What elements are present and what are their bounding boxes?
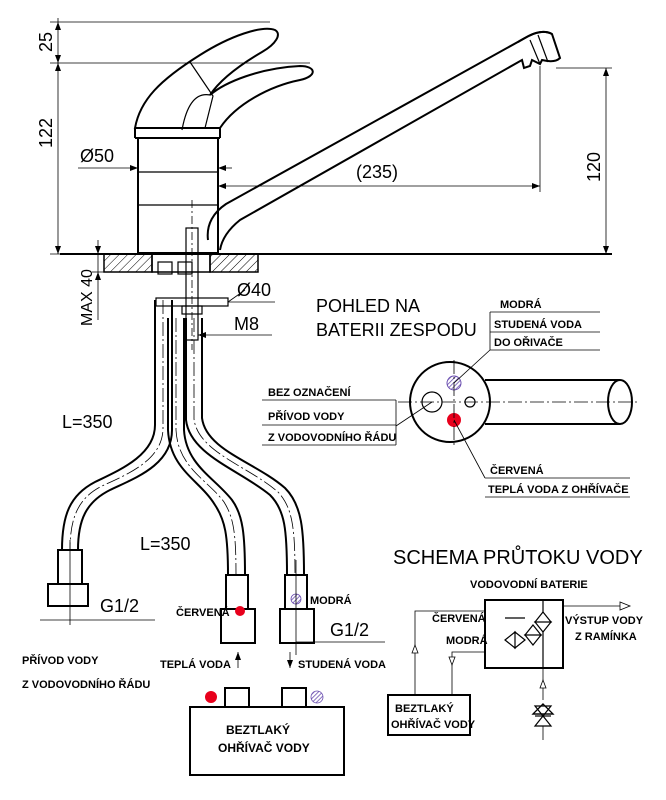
flow-schema bbox=[387, 599, 632, 740]
dim-122: 122 bbox=[36, 118, 56, 148]
bottom-view-title-1: POHLED NA bbox=[316, 296, 420, 316]
schema-out-label-1: VÝSTUP VODY bbox=[565, 614, 644, 627]
hose-blue-label: MODRÁ bbox=[310, 594, 352, 607]
hoses bbox=[61, 300, 305, 576]
dim-d40: Ø40 bbox=[237, 280, 271, 300]
cold-label: STUDENÁ VODA bbox=[298, 658, 386, 671]
bottom-view-title-2: BATERII ZESPODU bbox=[316, 320, 477, 340]
dim-l350-a: L=350 bbox=[62, 412, 113, 432]
dim-l350-b: L=350 bbox=[140, 534, 191, 554]
schema-red-label: ČERVENÁ bbox=[432, 612, 486, 625]
dim-25: 25 bbox=[36, 32, 56, 52]
supply-label-1: PŘÍVOD VODY bbox=[22, 654, 99, 667]
bottom-view bbox=[262, 311, 640, 498]
supply-label-2: Z VODOVODNÍHO ŘÁDU bbox=[22, 678, 150, 691]
dim-235: (235) bbox=[356, 162, 398, 182]
warm-label: TEPLÁ VODA bbox=[160, 658, 231, 671]
heater-label-2: OHŘÍVAČ VODY bbox=[218, 740, 310, 755]
fittings bbox=[40, 540, 385, 668]
left-label-3: Z VODOVODNÍHO ŘÁDU bbox=[268, 431, 396, 444]
schema-heater-1: BEZTLAKÝ bbox=[395, 702, 454, 715]
left-label-1: BEZ OZNAČENÍ bbox=[268, 386, 351, 399]
countertop-section bbox=[60, 200, 612, 350]
faucet-side-view bbox=[133, 27, 562, 254]
schema-title: SCHEMA PRŮTOKU VODY bbox=[393, 545, 643, 569]
dimensions bbox=[50, 18, 612, 338]
dim-m8: M8 bbox=[234, 314, 259, 334]
hot-marker bbox=[235, 606, 245, 616]
blue-label-3: DO OŘIVAČE bbox=[494, 336, 563, 349]
dim-120: 120 bbox=[584, 152, 604, 182]
red-label-1: ČERVENÁ bbox=[490, 464, 544, 477]
hose-red-label: ČERVENÁ bbox=[176, 606, 230, 619]
schema-subtitle: VODOVODNÍ BATERIE bbox=[470, 578, 588, 591]
dim-d50: Ø50 bbox=[80, 146, 114, 166]
dim-max40: MAX 40 bbox=[79, 269, 96, 326]
schema-heater-2: OHŘÍVAČ VODY bbox=[391, 718, 476, 731]
red-label-2: TEPLÁ VODA Z OHŘÍVAČE bbox=[488, 483, 629, 496]
labels: 25 122 Ø50 (235) 120 MAX 40 Ø40 M8 L=350… bbox=[22, 32, 644, 755]
water-heater bbox=[189, 687, 345, 776]
blue-label-2: STUDENÁ VODA bbox=[494, 318, 582, 331]
dim-g12-b: G1/2 bbox=[330, 620, 369, 640]
schema-blue-label: MODRÁ bbox=[446, 634, 488, 647]
blue-label-1: MODRÁ bbox=[500, 298, 542, 311]
heater-label-1: BEZTLAKÝ bbox=[226, 722, 290, 737]
schema-out-label-2: Z RAMÍNKA bbox=[575, 630, 637, 643]
left-label-2: PŘÍVOD VODY bbox=[268, 410, 345, 423]
dim-g12-a: G1/2 bbox=[100, 596, 139, 616]
